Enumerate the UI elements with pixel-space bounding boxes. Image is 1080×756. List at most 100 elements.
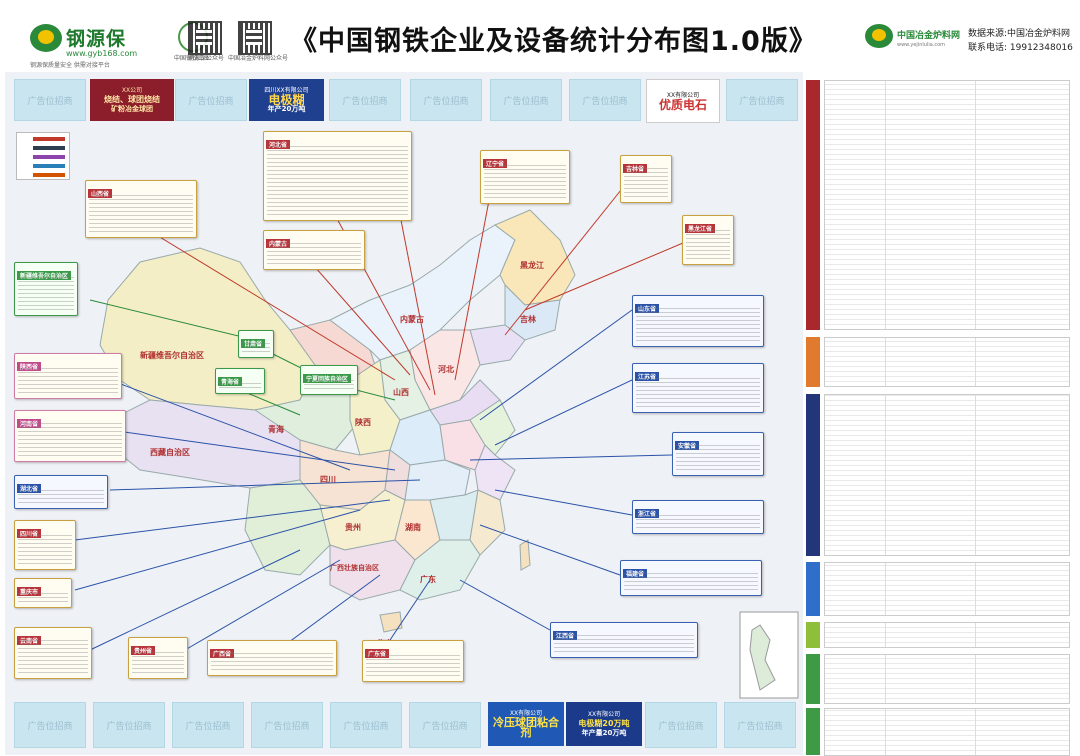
qr-code-icon[interactable] [238,21,272,55]
header: 钢源保 www.gyb168.com 钢源保质量安全 供需对接平台 中国钢铁工业… [0,0,1080,72]
legend-swatch [33,145,65,150]
ad-slot[interactable]: 广告位招商 [14,702,86,748]
ad-banner[interactable]: XX有限公司冷压球团粘合剂 [488,702,564,746]
leader-lines [74,184,691,651]
legend-swatch [33,154,65,159]
right-brand-sub: www.yejinlulia.com [897,42,946,48]
yejinlulia-logo[interactable]: 中国冶金炉料网 www.yejinlulia.com [865,22,960,62]
region-label: 广东 [420,574,436,584]
ad-slot[interactable]: 广告位招商 [726,79,798,121]
region-label: 河北 [438,364,454,374]
ad-slot[interactable]: 广告位招商 [251,702,323,748]
ad-slot[interactable]: 广告位招商 [14,79,86,121]
section-band [806,622,820,648]
ad-slot[interactable]: 广告位招商 [410,79,482,121]
ad-slot[interactable]: 广告位招商 [172,702,244,748]
ad-slot[interactable]: 广告位招商 [93,702,165,748]
region-label: 四川 [320,475,336,484]
province-box-liaoning[interactable]: 辽宁省 [480,150,570,204]
ad-slot[interactable]: 广告位招商 [409,702,481,748]
yejinlulia-logo-icon [865,24,893,48]
statistics-panel [806,80,1070,756]
region-label: 新疆维吾尔自治区 [140,350,204,360]
province-box-henan[interactable]: 河南省 [14,410,126,462]
seal-caption: 中国钢铁工业 [174,55,211,62]
province-box-guangxi[interactable]: 广西省 [207,640,337,676]
stats-table[interactable] [824,394,1070,556]
province-box-jiangxi[interactable]: 江西省 [550,622,698,658]
region-label: 黑龙江 [520,260,544,270]
region-guangdong [399,539,481,601]
province-box-shanxi[interactable]: 山西省 [85,180,197,238]
contact-phone: 联系电话: 19912348016 [968,43,1073,53]
legend-swatch [33,172,65,177]
data-source: 数据来源:中国冶金炉料网 [968,29,1071,39]
province-box-yunnan[interactable]: 云南省 [14,627,92,679]
ad-slot[interactable]: 广告位招商 [645,702,717,748]
ad-slot[interactable]: 广告位招商 [175,79,247,121]
section-band [806,562,820,616]
region-xinjiang [99,247,316,411]
stats-table[interactable] [824,622,1070,648]
page-title: 《中国钢铁企业及设备统计分布图1.0版》 [290,26,817,57]
province-box-shandong[interactable]: 山东省 [632,295,764,347]
province-box-gansu[interactable]: 甘肃省 [238,330,274,358]
section-band [806,394,820,556]
province-box-zhejiang[interactable]: 浙江省 [632,500,764,534]
region-label: 吉林 [520,314,536,324]
ad-banner[interactable]: XX有限公司优质电石 [646,79,720,123]
stats-table[interactable] [824,654,1070,704]
ad-banner[interactable]: 四川XX有限公司电极糊年产20万吨 [249,79,324,121]
province-box-chongqing[interactable]: 重庆市 [14,578,72,608]
qr-code-icon[interactable] [188,21,222,55]
gangyuanbao-logo[interactable]: 钢源保 www.gyb168.com 钢源保质量安全 供需对接平台 [30,18,160,69]
right-brand-name: 中国冶金炉料网 [897,31,961,41]
province-box-fujian[interactable]: 福建省 [620,560,762,596]
province-box-heilongjiang[interactable]: 黑龙江省 [682,215,734,265]
section-band [806,337,820,387]
province-box-neimenggu[interactable]: 内蒙古 [263,230,365,270]
south-china-sea-inset [739,611,799,699]
stats-table[interactable] [824,708,1070,756]
ad-banner[interactable]: XX有限公司电极糊20万吨年产量20万吨 [566,702,642,746]
section-band [806,708,820,755]
region-label: 湖南 [405,522,421,532]
stats-table[interactable] [824,562,1070,616]
legend-swatch [33,163,65,168]
province-box-qinghai[interactable]: 青海省 [215,368,265,394]
province-box-jilin[interactable]: 吉林省 [620,155,672,203]
brand-url: www.gyb168.com [66,49,138,58]
section-band [806,80,820,330]
region-label: 广西壮族自治区 [330,563,379,572]
province-box-sichuan[interactable]: 四川省 [14,520,76,570]
region-label: 西藏自治区 [150,447,190,457]
province-box-shaanxi[interactable]: 陕西省 [14,353,122,399]
ad-slot[interactable]: 广告位招商 [569,79,641,121]
ad-slot[interactable]: 广告位招商 [329,79,401,121]
province-box-jiangsu[interactable]: 江苏省 [632,363,764,413]
province-box-xinjiang[interactable]: 新疆维吾尔自治区 [14,262,78,316]
ad-banner[interactable]: XX公司烧结、球团烧结矿粉冶金球团 [90,79,174,121]
inset-islands [749,624,776,691]
ad-slot[interactable]: 广告位招商 [724,702,796,748]
region-label: 山西 [393,387,409,397]
ad-slot[interactable]: 广告位招商 [330,702,402,748]
region-hainan [379,611,403,633]
province-box-guizhou[interactable]: 贵州省 [128,637,188,679]
region-label: 内蒙古 [400,314,424,324]
stats-table[interactable] [824,80,1070,330]
province-box-guangdong[interactable]: 广东省 [362,640,464,682]
qr-caption: 中国冶金炉料网公众号 [228,55,289,62]
section-band [806,654,820,704]
stats-table[interactable] [824,337,1070,387]
map-legend [16,132,70,180]
brand-tagline: 钢源保质量安全 供需对接平台 [30,62,110,69]
brand-name: 钢源保 [66,28,127,50]
ad-slot[interactable]: 广告位招商 [490,79,562,121]
province-box-anhui[interactable]: 安徽省 [672,432,764,476]
province-box-hubei[interactable]: 湖北省 [14,475,108,509]
legend-swatch [33,136,65,141]
province-box-hebei[interactable]: 河北省 [263,131,412,221]
region-taiwan [519,539,531,571]
province-box-ningxia[interactable]: 宁夏回族自治区 [300,365,358,395]
